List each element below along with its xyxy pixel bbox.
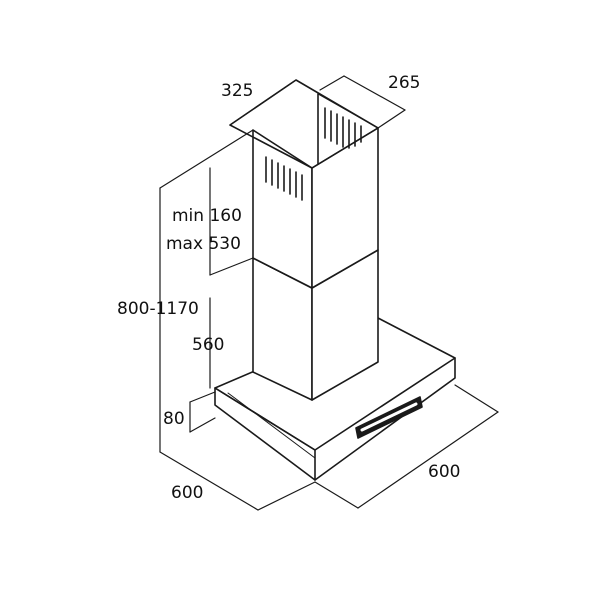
dim-ext-width-end — [257, 481, 316, 511]
dim-ext-depth-end — [377, 109, 406, 129]
canopy — [214, 317, 456, 481]
upper-chimney — [252, 93, 379, 289]
dim-ext-depth-bottom-end — [454, 384, 499, 413]
dim-line-canopy-depth — [357, 411, 499, 509]
dim-line-canopy-width — [159, 451, 259, 511]
label-chimney-width: 325 — [221, 81, 254, 101]
label-total-height: 800-1170 — [117, 299, 199, 319]
canopy-edge-line — [227, 392, 316, 459]
label-lower-height: 560 — [192, 335, 225, 355]
label-canopy-height: 80 — [163, 409, 185, 429]
dim-ext-total-top — [159, 129, 254, 189]
dim-ext-canopy-bottom — [189, 417, 216, 433]
label-upper-min: min 160 — [172, 206, 242, 226]
dim-ext-upper-bottom — [209, 257, 254, 276]
vent-slots-left — [265, 156, 303, 201]
dim-ext-depth-start — [319, 75, 345, 91]
canopy-right-face — [314, 357, 456, 481]
dim-ext-depth-bottom-start — [314, 481, 359, 509]
dim-line-chimney-width — [229, 79, 297, 126]
dimension-lines — [159, 75, 499, 511]
canopy-front-face — [214, 387, 316, 481]
label-chimney-depth: 265 — [388, 73, 421, 93]
label-canopy-width: 600 — [171, 483, 204, 503]
vent-slots-right — [324, 107, 362, 149]
label-upper-max: max 530 — [166, 234, 241, 254]
control-panel-highlight — [360, 402, 418, 432]
label-canopy-depth: 600 — [428, 462, 461, 482]
dim-line-chimney-depth — [343, 75, 406, 111]
dim-ext-canopy-top — [189, 391, 216, 403]
